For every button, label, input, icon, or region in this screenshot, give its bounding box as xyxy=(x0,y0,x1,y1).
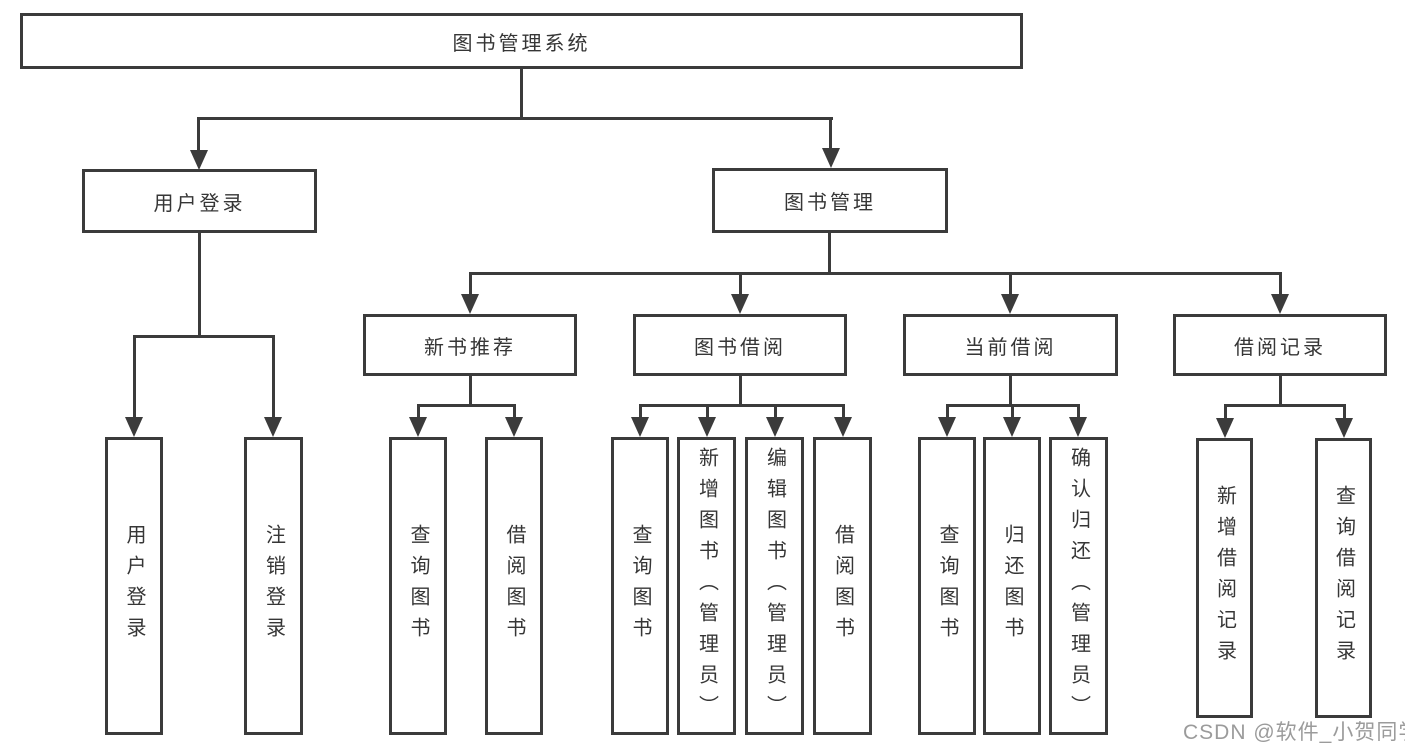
connector-line xyxy=(1077,404,1080,418)
connector-line xyxy=(272,335,275,418)
watermark-text: CSDN @软件_小贺同学 xyxy=(1183,721,1405,744)
connector-line xyxy=(520,69,523,118)
connector-line xyxy=(639,404,845,407)
connector-arrowhead xyxy=(834,417,852,437)
connector-arrowhead xyxy=(461,294,479,314)
connector-line xyxy=(1343,404,1346,419)
connector-arrowhead xyxy=(938,417,956,437)
connector-line xyxy=(417,404,420,418)
leaf-edit-books-admin: 编辑图书（管理员） xyxy=(745,437,804,735)
connector-line xyxy=(1224,404,1227,419)
leaf-query-books-current: 查询图书 xyxy=(918,437,976,735)
connector-arrowhead xyxy=(505,417,523,437)
node-new-book-recommend: 新书推荐 xyxy=(363,314,577,376)
connector-line xyxy=(1279,376,1282,406)
node-user-login: 用户登录 xyxy=(82,169,317,233)
connector-arrowhead xyxy=(731,294,749,314)
leaf-query-books-borrow: 查询图书 xyxy=(611,437,669,735)
connector-arrowhead xyxy=(1069,417,1087,437)
leaf-query-books-recommend: 查询图书 xyxy=(389,437,447,735)
connector-arrowhead xyxy=(1003,417,1021,437)
connector-line xyxy=(198,233,201,337)
connector-arrowhead xyxy=(1216,418,1234,438)
connector-arrowhead xyxy=(698,417,716,437)
connector-line xyxy=(469,376,472,406)
node-borrow-records: 借阅记录 xyxy=(1173,314,1387,376)
leaf-user-login: 用户登录 xyxy=(105,437,163,735)
connector-line xyxy=(469,272,1282,275)
node-root: 图书管理系统 xyxy=(20,13,1023,69)
leaf-logout: 注销登录 xyxy=(244,437,303,735)
connector-line xyxy=(417,404,516,407)
connector-line xyxy=(639,404,642,418)
connector-line xyxy=(774,404,777,418)
leaf-borrow-books: 借阅图书 xyxy=(813,437,872,735)
connector-arrowhead xyxy=(631,417,649,437)
node-book-management: 图书管理 xyxy=(712,168,948,233)
connector-line xyxy=(1009,376,1012,406)
leaf-confirm-return-admin: 确认归还（管理员） xyxy=(1049,437,1108,735)
node-current-borrow: 当前借阅 xyxy=(903,314,1118,376)
connector-line xyxy=(1011,404,1014,418)
connector-line xyxy=(513,404,516,418)
connector-line xyxy=(133,335,275,338)
connector-arrowhead xyxy=(125,417,143,437)
connector-arrowhead xyxy=(1271,294,1289,314)
connector-arrowhead xyxy=(190,150,208,170)
connector-line xyxy=(1009,272,1012,295)
connector-line xyxy=(1279,272,1282,295)
connector-arrowhead xyxy=(264,417,282,437)
connector-line xyxy=(133,335,136,418)
connector-arrowhead xyxy=(1335,418,1353,438)
leaf-add-books-admin: 新增图书（管理员） xyxy=(677,437,736,735)
connector-line xyxy=(739,376,742,406)
node-book-borrow: 图书借阅 xyxy=(633,314,847,376)
connector-arrowhead xyxy=(766,417,784,437)
connector-line xyxy=(1224,404,1346,407)
leaf-return-books: 归还图书 xyxy=(983,437,1041,735)
connector-arrowhead xyxy=(409,417,427,437)
connector-line xyxy=(828,233,831,273)
connector-line xyxy=(739,272,742,295)
connector-arrowhead xyxy=(822,148,840,168)
leaf-borrow-books-recommend: 借阅图书 xyxy=(485,437,543,735)
connector-line xyxy=(829,117,832,149)
leaf-query-borrow-record: 查询借阅记录 xyxy=(1315,438,1372,718)
connector-line xyxy=(197,117,200,151)
connector-line xyxy=(946,404,949,418)
connector-arrowhead xyxy=(1001,294,1019,314)
connector-line xyxy=(842,404,845,418)
leaf-add-borrow-record: 新增借阅记录 xyxy=(1196,438,1253,718)
connector-line xyxy=(197,117,833,120)
connector-line xyxy=(469,272,472,295)
connector-line xyxy=(706,404,709,418)
